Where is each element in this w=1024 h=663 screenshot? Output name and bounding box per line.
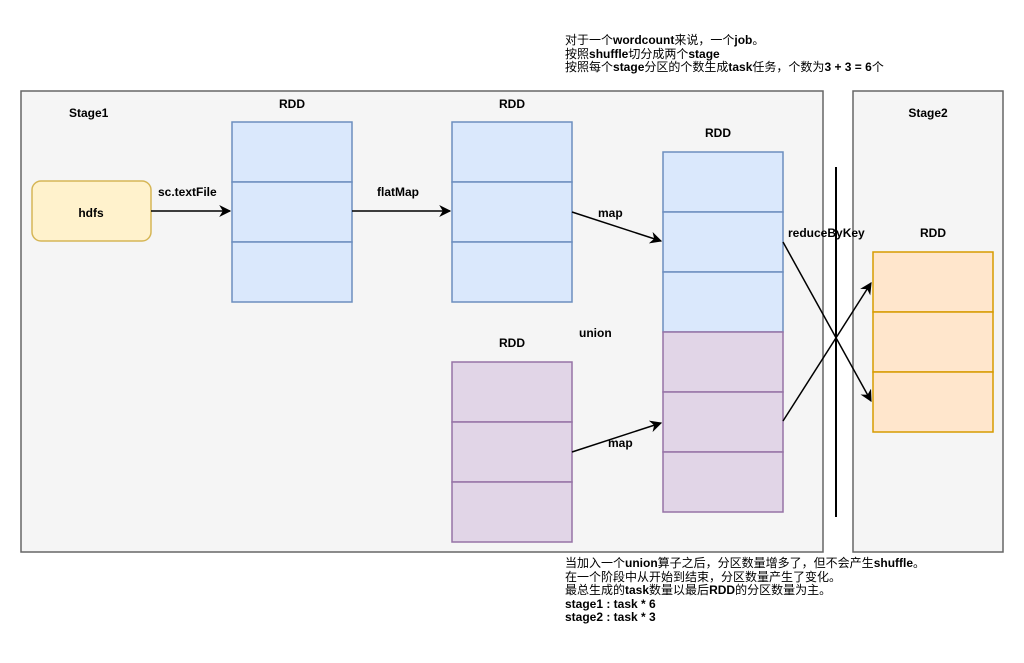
rdd-union-partition[interactable]	[662, 331, 784, 393]
bottom-note-line: stage2 : task * 3	[565, 610, 925, 625]
rdd1[interactable]	[231, 121, 353, 303]
rdd-union[interactable]	[662, 151, 784, 513]
bottom-note-text-run: 在一个阶段中从开始到结束，分区数量产生了变化。	[565, 569, 842, 584]
top-note-text-run: 分区的个数生成	[644, 60, 729, 74]
bottom-note-text-run: stage2 : task * 3	[565, 610, 656, 624]
rdd-stage2-partition[interactable]	[872, 251, 994, 313]
rdd-purple-title: RDD	[499, 336, 525, 350]
top-note-text-run: 3 + 3 = 6	[824, 60, 872, 74]
rdd-union-partition[interactable]	[662, 271, 784, 333]
rdd1-title: RDD	[279, 97, 305, 111]
rdd-union-partition[interactable]	[662, 451, 784, 513]
hdfs-label: hdfs	[78, 206, 104, 220]
top-note-text-run: 按照	[565, 46, 590, 61]
top-note-line: 对于一个wordcount来说，一个job。	[565, 33, 884, 48]
bottom-note-text-run: shuffle	[873, 556, 914, 570]
rdd2-partition[interactable]	[451, 181, 573, 243]
rdd2-partition[interactable]	[451, 241, 573, 303]
rdd-stage2-partition[interactable]	[872, 311, 994, 373]
bottom-note-text-run: RDD	[709, 583, 736, 597]
edge-reduce-label: reduceByKey	[788, 226, 865, 240]
top-note-text-run: 。	[752, 33, 765, 47]
edge-map-bottom-label: map	[608, 436, 633, 450]
top-note-text-run: stage	[688, 46, 720, 61]
rdd2[interactable]	[451, 121, 573, 303]
edge-map-bottom[interactable]	[571, 420, 663, 453]
rdd-union-partition[interactable]	[662, 151, 784, 213]
rdd-stage2-title: RDD	[920, 226, 946, 240]
top-note-text-run: 对于一个	[565, 33, 614, 47]
rdd-purple-partition[interactable]	[451, 481, 573, 543]
bottom-note-text-run: 最总生成的	[565, 583, 626, 597]
top-note-text-run: 按照每个	[565, 60, 614, 74]
bottom-note-line: 在一个阶段中从开始到结束，分区数量产生了变化。	[565, 569, 925, 585]
rdd-union-partition[interactable]	[662, 211, 784, 273]
bottom-note-line: 当加入一个union算子之后，分区数量增多了，但不会产生shuffle。	[565, 556, 926, 571]
edge-textfile-label: sc.textFile	[158, 185, 217, 199]
top-note-text-run: shuffle	[589, 46, 629, 61]
rdd-stage2[interactable]	[872, 251, 994, 433]
bottom-note-text-run: stage1 : task * 6	[565, 596, 656, 611]
top-note-text-run: 来说，一个	[674, 33, 735, 47]
rdd1-partition[interactable]	[231, 181, 353, 243]
top-note-text-run: 个	[871, 60, 884, 74]
rdd-union-title: RDD	[705, 126, 731, 140]
bottom-note-line: 最总生成的task数量以最后RDD的分区数量为主。	[565, 583, 925, 598]
bottom-note-text-run: 。	[913, 556, 926, 570]
rdd1-partition[interactable]	[231, 241, 353, 303]
rdd2-partition[interactable]	[451, 121, 573, 183]
bottom-note-text-run: task	[625, 583, 650, 597]
top-note-text-run: task	[728, 60, 753, 74]
bottom-note-text-run: union	[625, 556, 658, 570]
rdd2-title: RDD	[499, 97, 525, 111]
edge-flatmap-label: flatMap	[377, 185, 419, 199]
top-note: 对于一个wordcount来说，一个job。按照shuffle切分成两个stag…	[565, 33, 884, 75]
top-note-text-run: job	[734, 33, 753, 47]
top-note-text-run: 切分成两个	[628, 46, 689, 61]
union-label: union	[579, 326, 612, 340]
bottom-note-text-run: 算子之后，分区数量增多了，但不会产生	[657, 556, 874, 570]
bottom-note-text-run: 当加入一个	[565, 556, 626, 570]
bottom-note: 当加入一个union算子之后，分区数量增多了，但不会产生shuffle。在一个阶…	[565, 556, 926, 625]
edge-reduce-down[interactable]	[782, 241, 872, 403]
rdd-union-partition[interactable]	[662, 391, 784, 453]
stage1-label: Stage1	[69, 106, 109, 120]
edge-map-top-label: map	[598, 206, 623, 220]
top-note-text-run: wordcount	[613, 33, 675, 47]
rdd-purple-partition[interactable]	[451, 421, 573, 483]
bottom-note-text-run: 数量以最后	[649, 583, 710, 597]
top-note-text-run: 任务，个数为	[752, 60, 825, 74]
edge-reduce-up[interactable]	[782, 281, 872, 422]
rdd-purple-partition[interactable]	[451, 361, 573, 423]
bottom-note-line: stage1 : task * 6	[565, 596, 925, 612]
rdd1-partition[interactable]	[231, 121, 353, 183]
top-note-line: 按照每个stage分区的个数生成task任务，个数为3 + 3 = 6个	[565, 60, 884, 75]
top-note-text-run: stage	[613, 60, 645, 74]
top-note-line: 按照shuffle切分成两个stage	[565, 46, 884, 62]
stage2-label: Stage2	[908, 106, 948, 120]
rdd-purple[interactable]	[451, 361, 573, 543]
edge-map-top[interactable]	[571, 211, 663, 244]
bottom-note-text-run: 的分区数量为主。	[735, 583, 832, 597]
rdd-stage2-partition[interactable]	[872, 371, 994, 433]
